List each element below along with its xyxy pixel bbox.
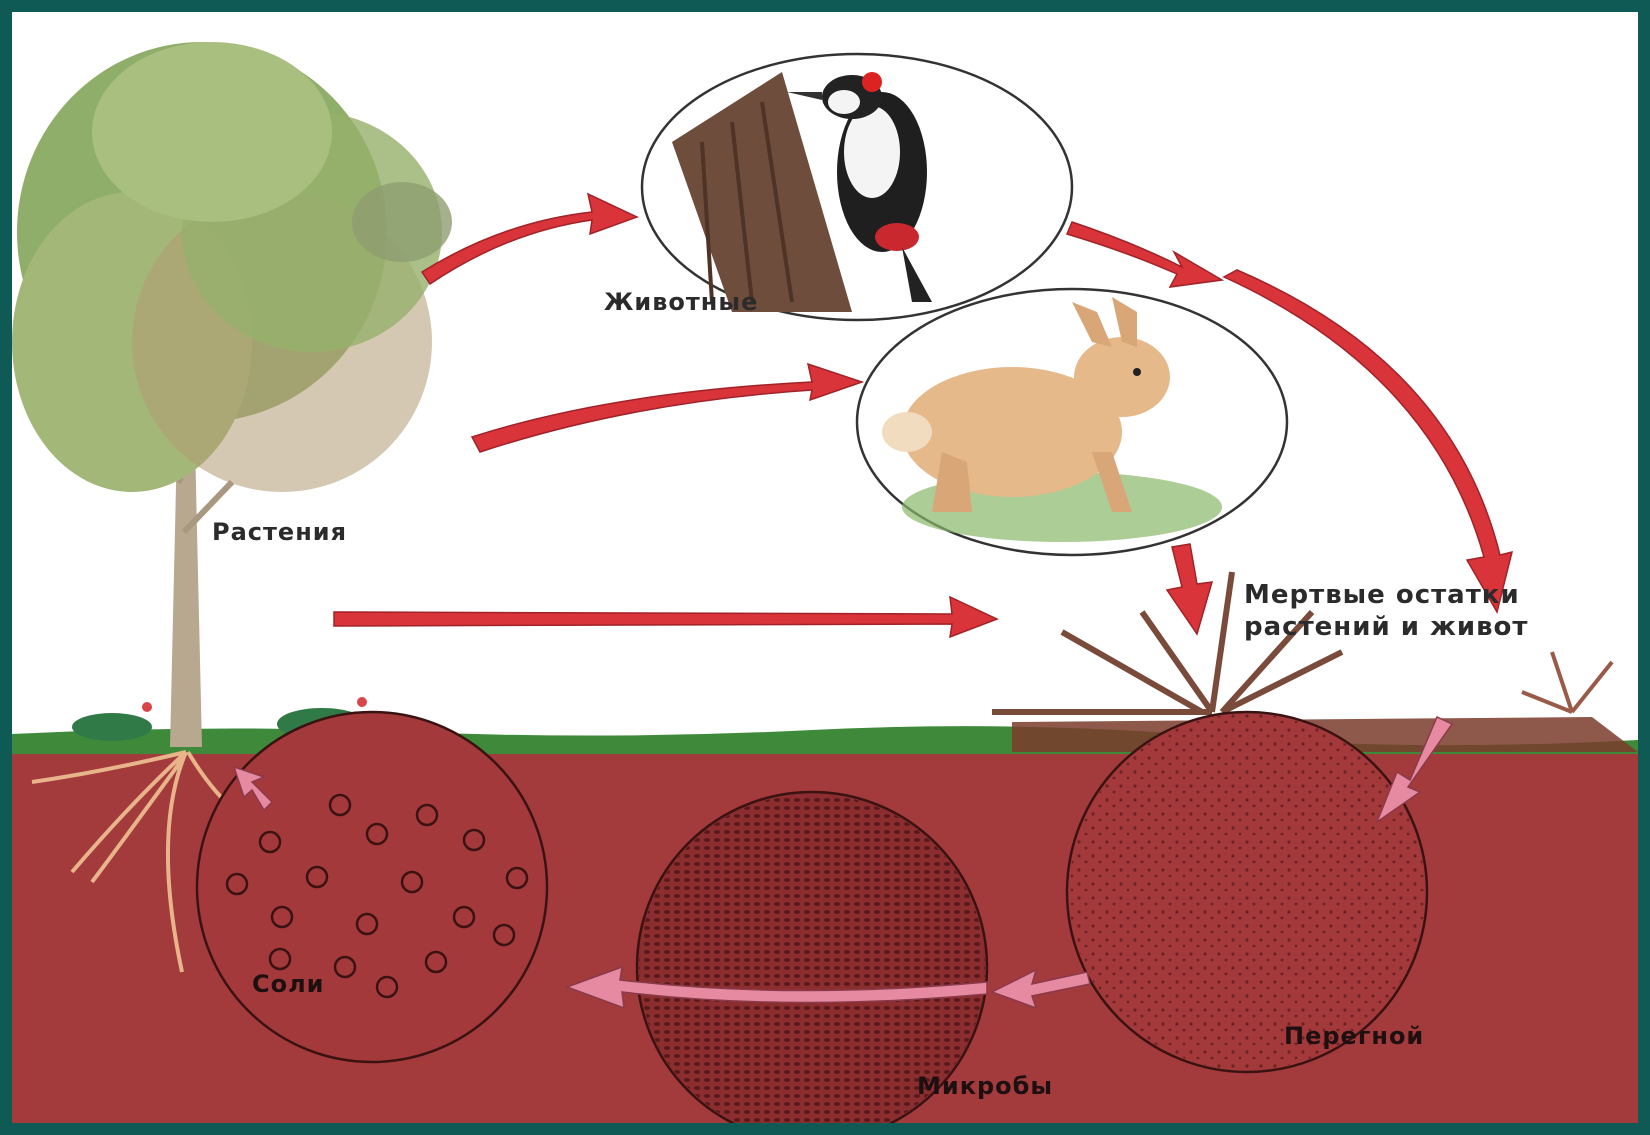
label-microbes: Микробы: [917, 1072, 1053, 1100]
arrow-woodpecker-to-hare: [1067, 222, 1222, 287]
humus-circle: [1067, 712, 1427, 1072]
arrow-hare-to-remains: [1167, 544, 1212, 634]
label-dead-remains-line1: Мертвые остатки: [1244, 580, 1520, 610]
label-dead-remains-line2: растений и живот: [1244, 612, 1528, 642]
arrow-plants-to-remains: [334, 597, 997, 637]
label-humus: Перегной: [1284, 1022, 1424, 1050]
label-animals: Животные: [604, 288, 758, 316]
label-salts: Соли: [252, 970, 325, 998]
nutrient-cycle-diagram: [12, 12, 1638, 1123]
hare-icon: [857, 289, 1287, 555]
arrow-plants-to-woodpecker: [422, 194, 637, 284]
woodpecker-icon: [642, 54, 1072, 320]
diagram-frame: Растения Животные Мертвые остатки растен…: [12, 12, 1638, 1123]
arrow-plants-to-hare: [472, 364, 862, 452]
salts-circle: [197, 712, 547, 1062]
label-plants: Растения: [212, 518, 347, 546]
